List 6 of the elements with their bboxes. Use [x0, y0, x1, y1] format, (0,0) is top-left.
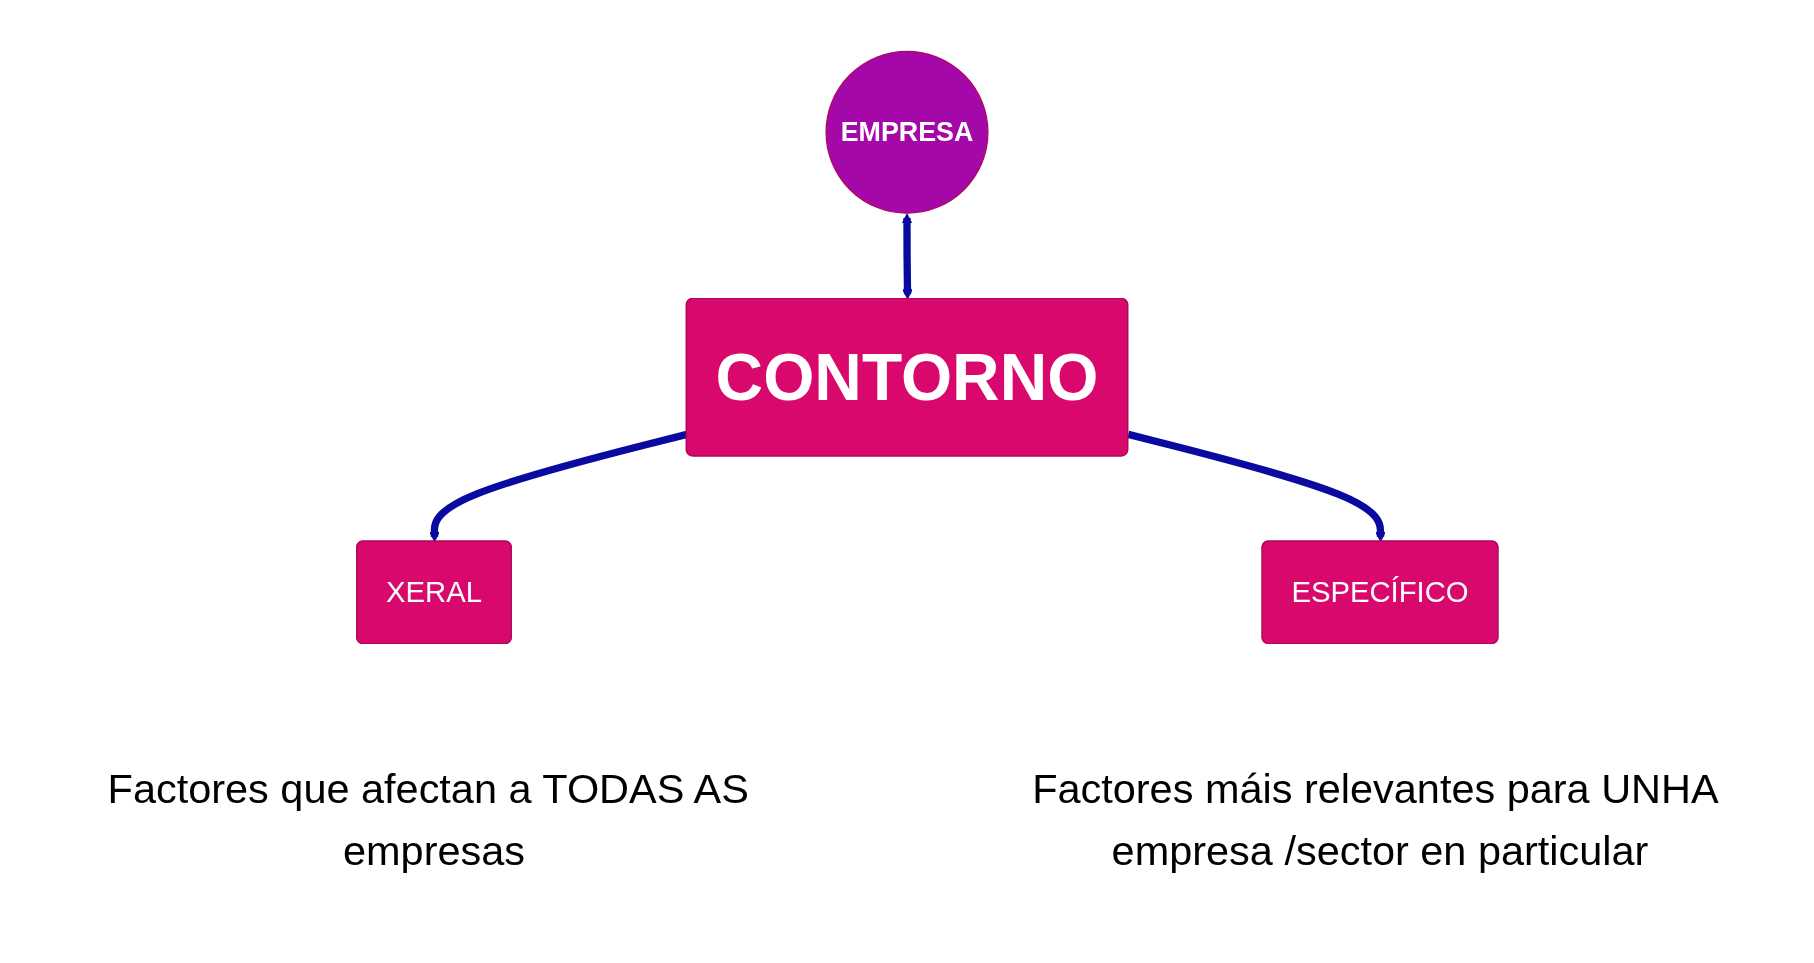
arrow: [1127, 430, 1386, 543]
node-label: Factores máis relevantes para UNHA empresa /sector en particular: [1032, 765, 1717, 874]
node-label: Factores que afectan a TODAS AS empresas: [107, 765, 749, 874]
arrow: [901, 213, 913, 300]
arrow: [429, 430, 688, 543]
node-circle: EMPRESA: [825, 50, 989, 214]
